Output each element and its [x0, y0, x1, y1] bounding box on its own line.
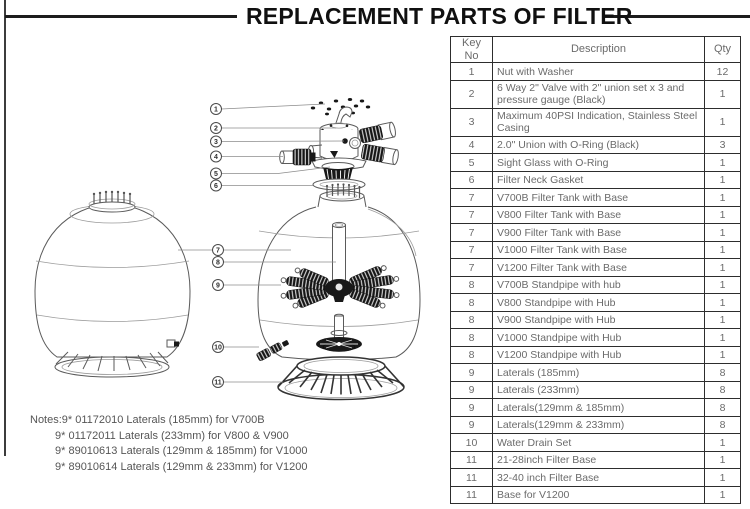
table-header-row: Key No Description Qty: [450, 35, 741, 64]
note-line-1: Notes:9* 01172010 Laterals (185mm) for V…: [30, 414, 265, 426]
notes-label: Notes:: [30, 414, 62, 426]
filter-base-drawing: [277, 356, 405, 401]
sight-glass-drawing: [349, 137, 361, 149]
callout-3: 3: [210, 135, 222, 148]
svg-text:1: 1: [214, 107, 218, 114]
callout-4: 4: [210, 150, 222, 163]
svg-text:6: 6: [214, 183, 218, 190]
title-rule-left: [5, 15, 237, 18]
callouts: 1 2 3 4 5 6 7 8 9 10 11: [210, 103, 224, 388]
svg-text:2: 2: [214, 126, 218, 133]
union-left-drawing: [279, 148, 316, 166]
left-border-line: [4, 0, 6, 456]
callout-8: 8: [212, 256, 224, 268]
svg-text:8: 8: [216, 260, 220, 267]
page-title: REPLACEMENT PARTS OF FILTER: [246, 3, 633, 29]
callout-6: 6: [210, 179, 222, 192]
leader-lines: [178, 103, 345, 383]
svg-text:9: 9: [216, 283, 220, 290]
svg-text:11: 11: [214, 380, 222, 387]
svg-text:4: 4: [214, 154, 218, 161]
notes-block: Notes:9* 01172010 Laterals (185mm) for V…: [30, 413, 308, 475]
header-key-no: Key No: [450, 35, 493, 64]
union-right-upper-drawing: [359, 121, 396, 144]
assembled-tank-drawing: [34, 190, 191, 378]
svg-text:3: 3: [214, 139, 218, 146]
header-qty: Qty: [704, 35, 741, 64]
standpipe-drawing: [316, 221, 362, 352]
callout-11: 11: [212, 376, 224, 388]
callout-7: 7: [212, 244, 224, 256]
note-line-2: 9* 01172011 Laterals (233mm) for V800 & …: [55, 429, 289, 442]
filter-exploded-diagram: 1 2 3 4 5 6 7 8 9 10 11: [34, 98, 421, 401]
callout-1: 1: [210, 103, 222, 115]
note-line-3: 9* 89010613 Laterals (129mm & 185mm) for…: [55, 445, 308, 457]
svg-text:7: 7: [216, 248, 220, 255]
pressure-gauge-drawing: [342, 138, 348, 144]
union-right-lower-drawing: [360, 144, 399, 166]
header-description: Description: [492, 35, 705, 64]
callout-5: 5: [210, 167, 222, 180]
title-rule-right: [604, 15, 750, 18]
svg-text:5: 5: [214, 171, 218, 178]
water-drain-set-drawing: [256, 340, 289, 362]
callout-10: 10: [212, 341, 224, 353]
svg-text:10: 10: [214, 345, 222, 352]
note-line-4: 9* 89010614 Laterals (129mm & 233mm) for…: [55, 460, 308, 473]
laterals-drawing: [280, 265, 400, 309]
callout-9: 9: [212, 279, 224, 291]
callout-2: 2: [210, 122, 222, 134]
